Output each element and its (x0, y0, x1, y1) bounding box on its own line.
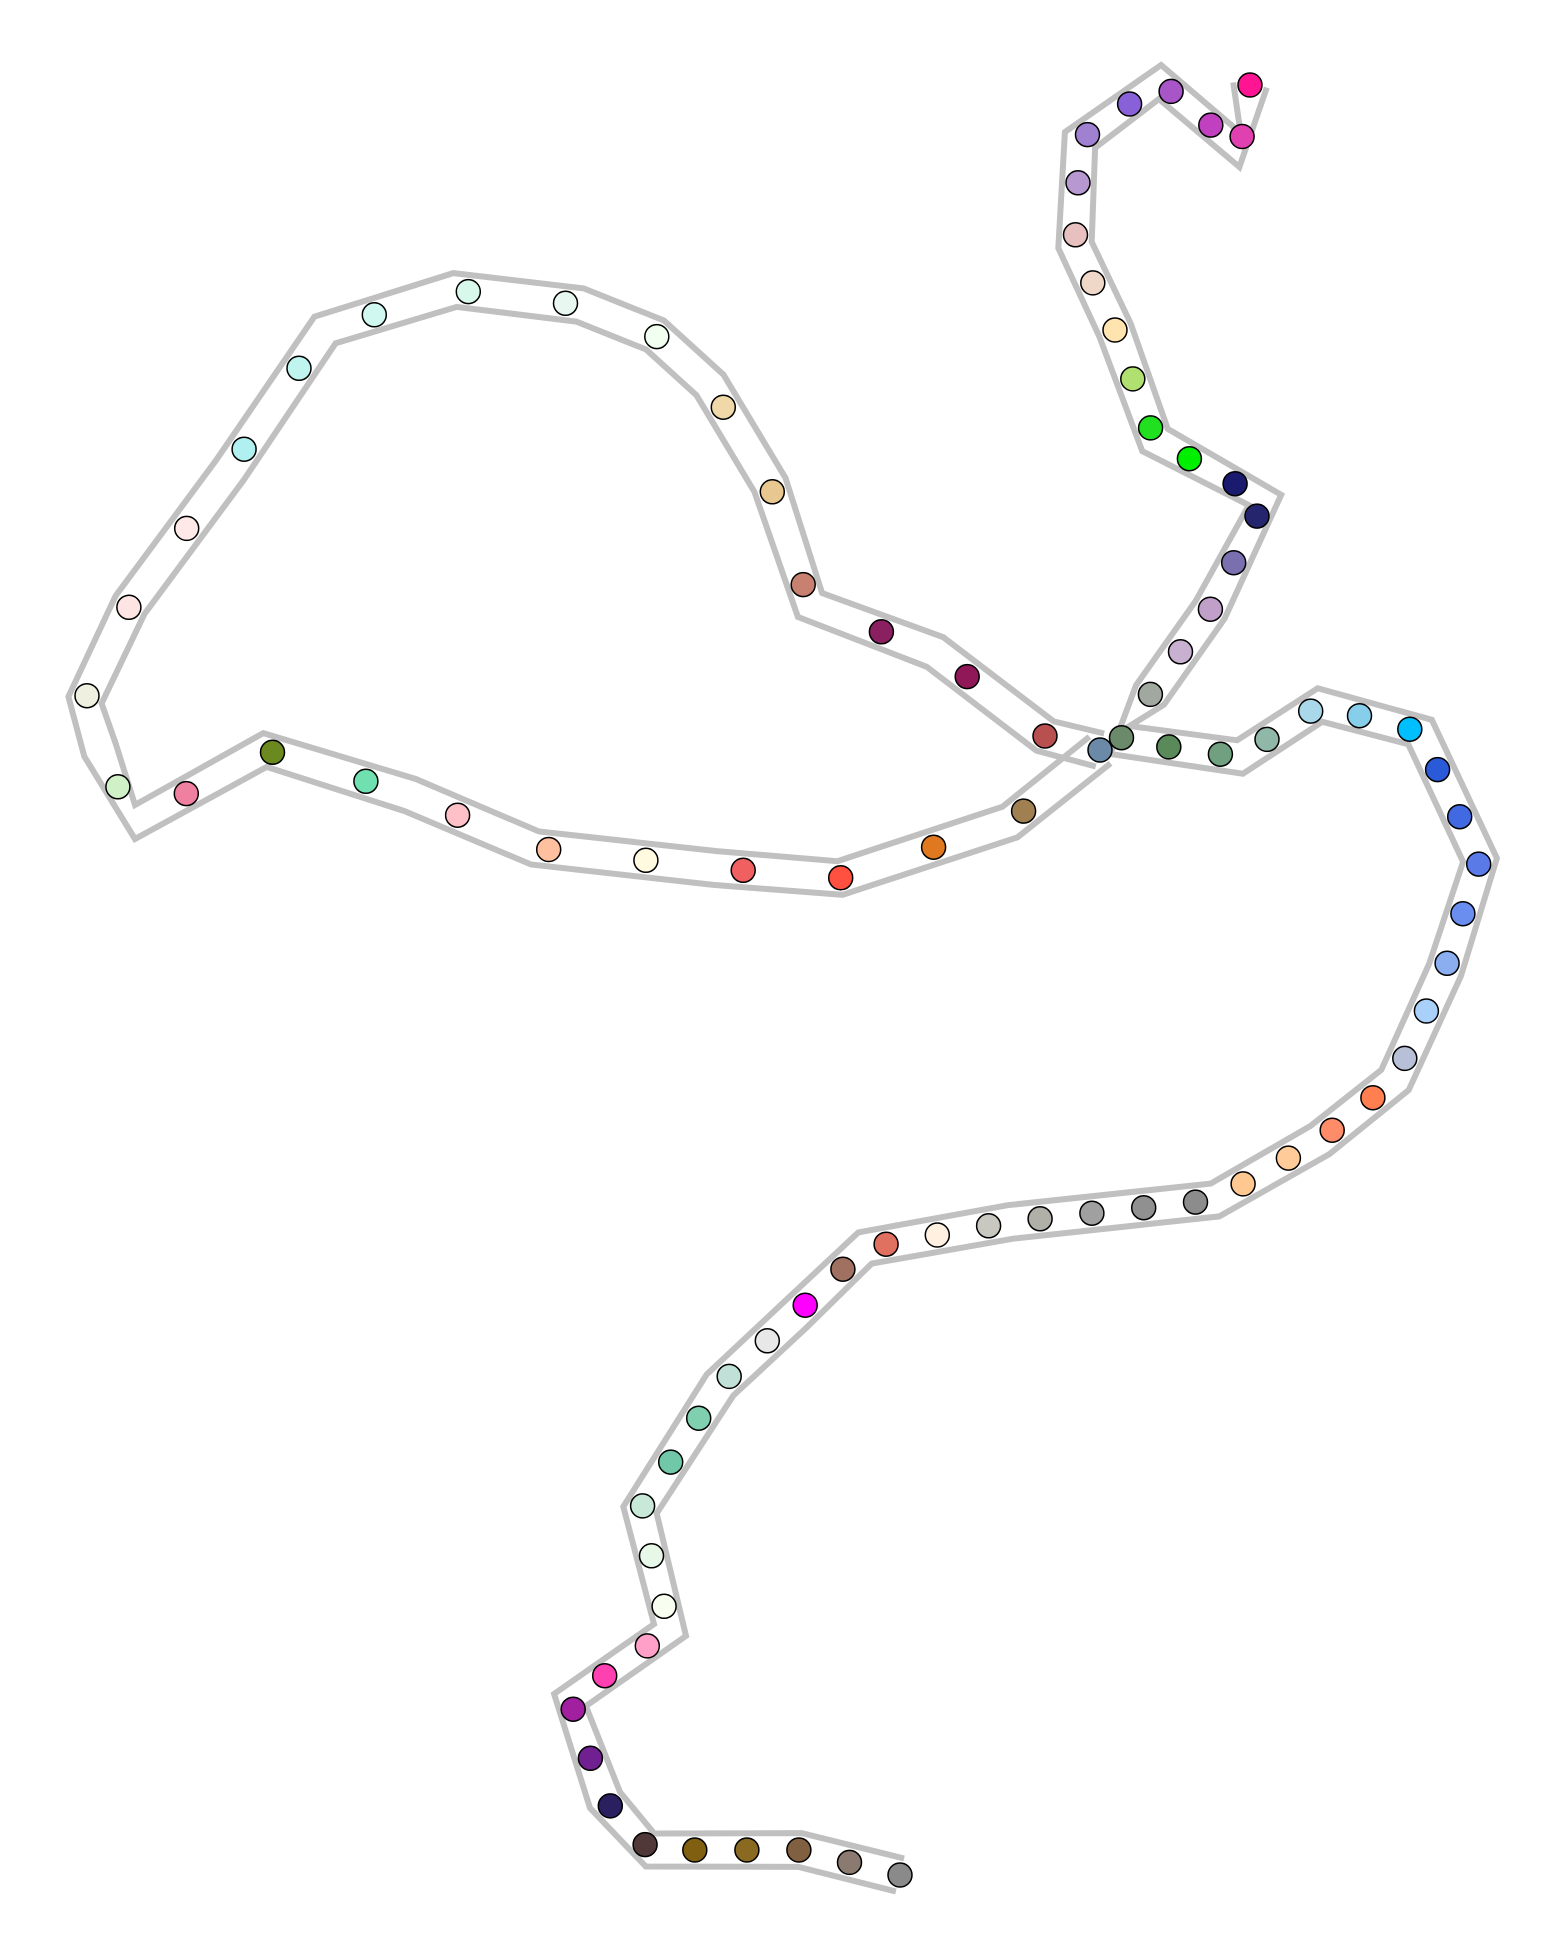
path-node-20 (1156, 734, 1182, 760)
loop-node-8 (353, 768, 379, 795)
path-node-3 (1158, 78, 1184, 105)
path-node-6 (1065, 170, 1091, 196)
path-node-14 (1244, 503, 1270, 529)
loop-node-23 (790, 571, 816, 598)
loop-node-25 (954, 663, 980, 690)
path-node-55 (560, 1696, 586, 1722)
path-node-4 (1116, 91, 1143, 117)
path-node-21 (1207, 741, 1234, 767)
path-node-39 (1079, 1200, 1105, 1226)
path-node-32 (1392, 1045, 1418, 1072)
loop-node-13 (116, 594, 142, 621)
path-node-27 (1446, 803, 1473, 830)
path-node-61 (786, 1837, 812, 1863)
path-node-58 (632, 1831, 658, 1858)
path-node-48 (685, 1405, 712, 1431)
path-node-52 (651, 1593, 677, 1620)
path-node-60 (734, 1837, 760, 1863)
path-node-31 (1413, 998, 1440, 1024)
path-node-63 (887, 1862, 913, 1888)
path-node-17 (1167, 639, 1194, 665)
loop-node-0 (1087, 737, 1113, 763)
loop-node-16 (286, 355, 312, 382)
loop-node-6 (535, 836, 562, 863)
path-node-57 (597, 1793, 624, 1819)
loop-node-1 (1010, 798, 1037, 824)
path-node-30 (1434, 950, 1460, 977)
loop-node-14 (173, 515, 200, 542)
loop-node-18 (455, 278, 482, 305)
path-node-43 (873, 1231, 899, 1257)
path-node-41 (975, 1213, 1002, 1239)
path-node-9 (1102, 317, 1128, 343)
path-node-8 (1080, 270, 1106, 296)
loop-node-10 (173, 780, 200, 807)
path-node-0 (1237, 72, 1263, 98)
loop-node-5 (633, 847, 659, 874)
path-node-38 (1130, 1194, 1157, 1221)
loop-node-20 (644, 323, 670, 350)
loop-node-19 (552, 290, 579, 317)
path-node-28 (1465, 851, 1492, 877)
path-node-23 (1297, 698, 1324, 724)
path-node-53 (634, 1633, 661, 1659)
edges-layer (65, 61, 1501, 1895)
path-node-33 (1360, 1084, 1386, 1111)
tube-rail-0-1 (550, 61, 1467, 1895)
path-node-50 (629, 1493, 656, 1519)
loop-node-9 (259, 739, 286, 766)
path-node-18 (1137, 681, 1164, 708)
path-node-47 (716, 1363, 742, 1390)
path-node-46 (754, 1328, 781, 1354)
tube-rail-1-1 (98, 303, 1097, 865)
path-node-59 (682, 1837, 708, 1863)
path-node-10 (1120, 366, 1146, 392)
path-node-1 (1229, 123, 1255, 150)
loop-node-4 (730, 857, 756, 884)
path-node-13 (1222, 470, 1248, 497)
path-node-12 (1176, 445, 1203, 472)
loop-node-22 (759, 479, 786, 505)
tube-rail-1-0 (65, 270, 1113, 898)
path-node-26 (1424, 756, 1451, 783)
path-node-45 (792, 1292, 818, 1318)
path-node-44 (830, 1256, 856, 1282)
loop-node-15 (231, 436, 257, 462)
path-node-51 (638, 1543, 665, 1569)
path-node-25 (1397, 716, 1423, 742)
path-node-29 (1450, 900, 1476, 927)
loop-node-3 (827, 865, 854, 891)
path-node-16 (1197, 596, 1224, 622)
path-node-34 (1319, 1117, 1345, 1143)
path-node-11 (1137, 415, 1164, 441)
path-node-24 (1346, 702, 1373, 729)
path-node-2 (1198, 112, 1224, 138)
loop-node-11 (105, 774, 131, 800)
path-node-62 (836, 1849, 863, 1876)
loop-node-21 (710, 394, 737, 420)
path-node-42 (924, 1222, 951, 1248)
nodes-layer (74, 72, 1492, 1888)
loop-node-12 (74, 682, 100, 709)
path-node-7 (1062, 222, 1089, 248)
path-node-15 (1220, 549, 1247, 576)
loop-node-26 (1032, 723, 1058, 749)
path-node-35 (1275, 1145, 1302, 1171)
path-node-5 (1074, 121, 1101, 148)
path-node-19 (1108, 724, 1135, 751)
loop-node-2 (920, 834, 947, 860)
path-node-56 (577, 1745, 604, 1772)
tube-rail-0-0 (582, 86, 1501, 1862)
path-node-54 (591, 1662, 618, 1689)
loop-node-24 (868, 619, 895, 645)
loop-node-7 (444, 802, 471, 828)
path-node-40 (1027, 1206, 1053, 1232)
path-node-37 (1182, 1189, 1209, 1215)
path-node-36 (1230, 1171, 1256, 1197)
path-node-49 (657, 1449, 684, 1475)
loop-node-17 (361, 302, 388, 328)
path-node-22 (1254, 726, 1280, 753)
